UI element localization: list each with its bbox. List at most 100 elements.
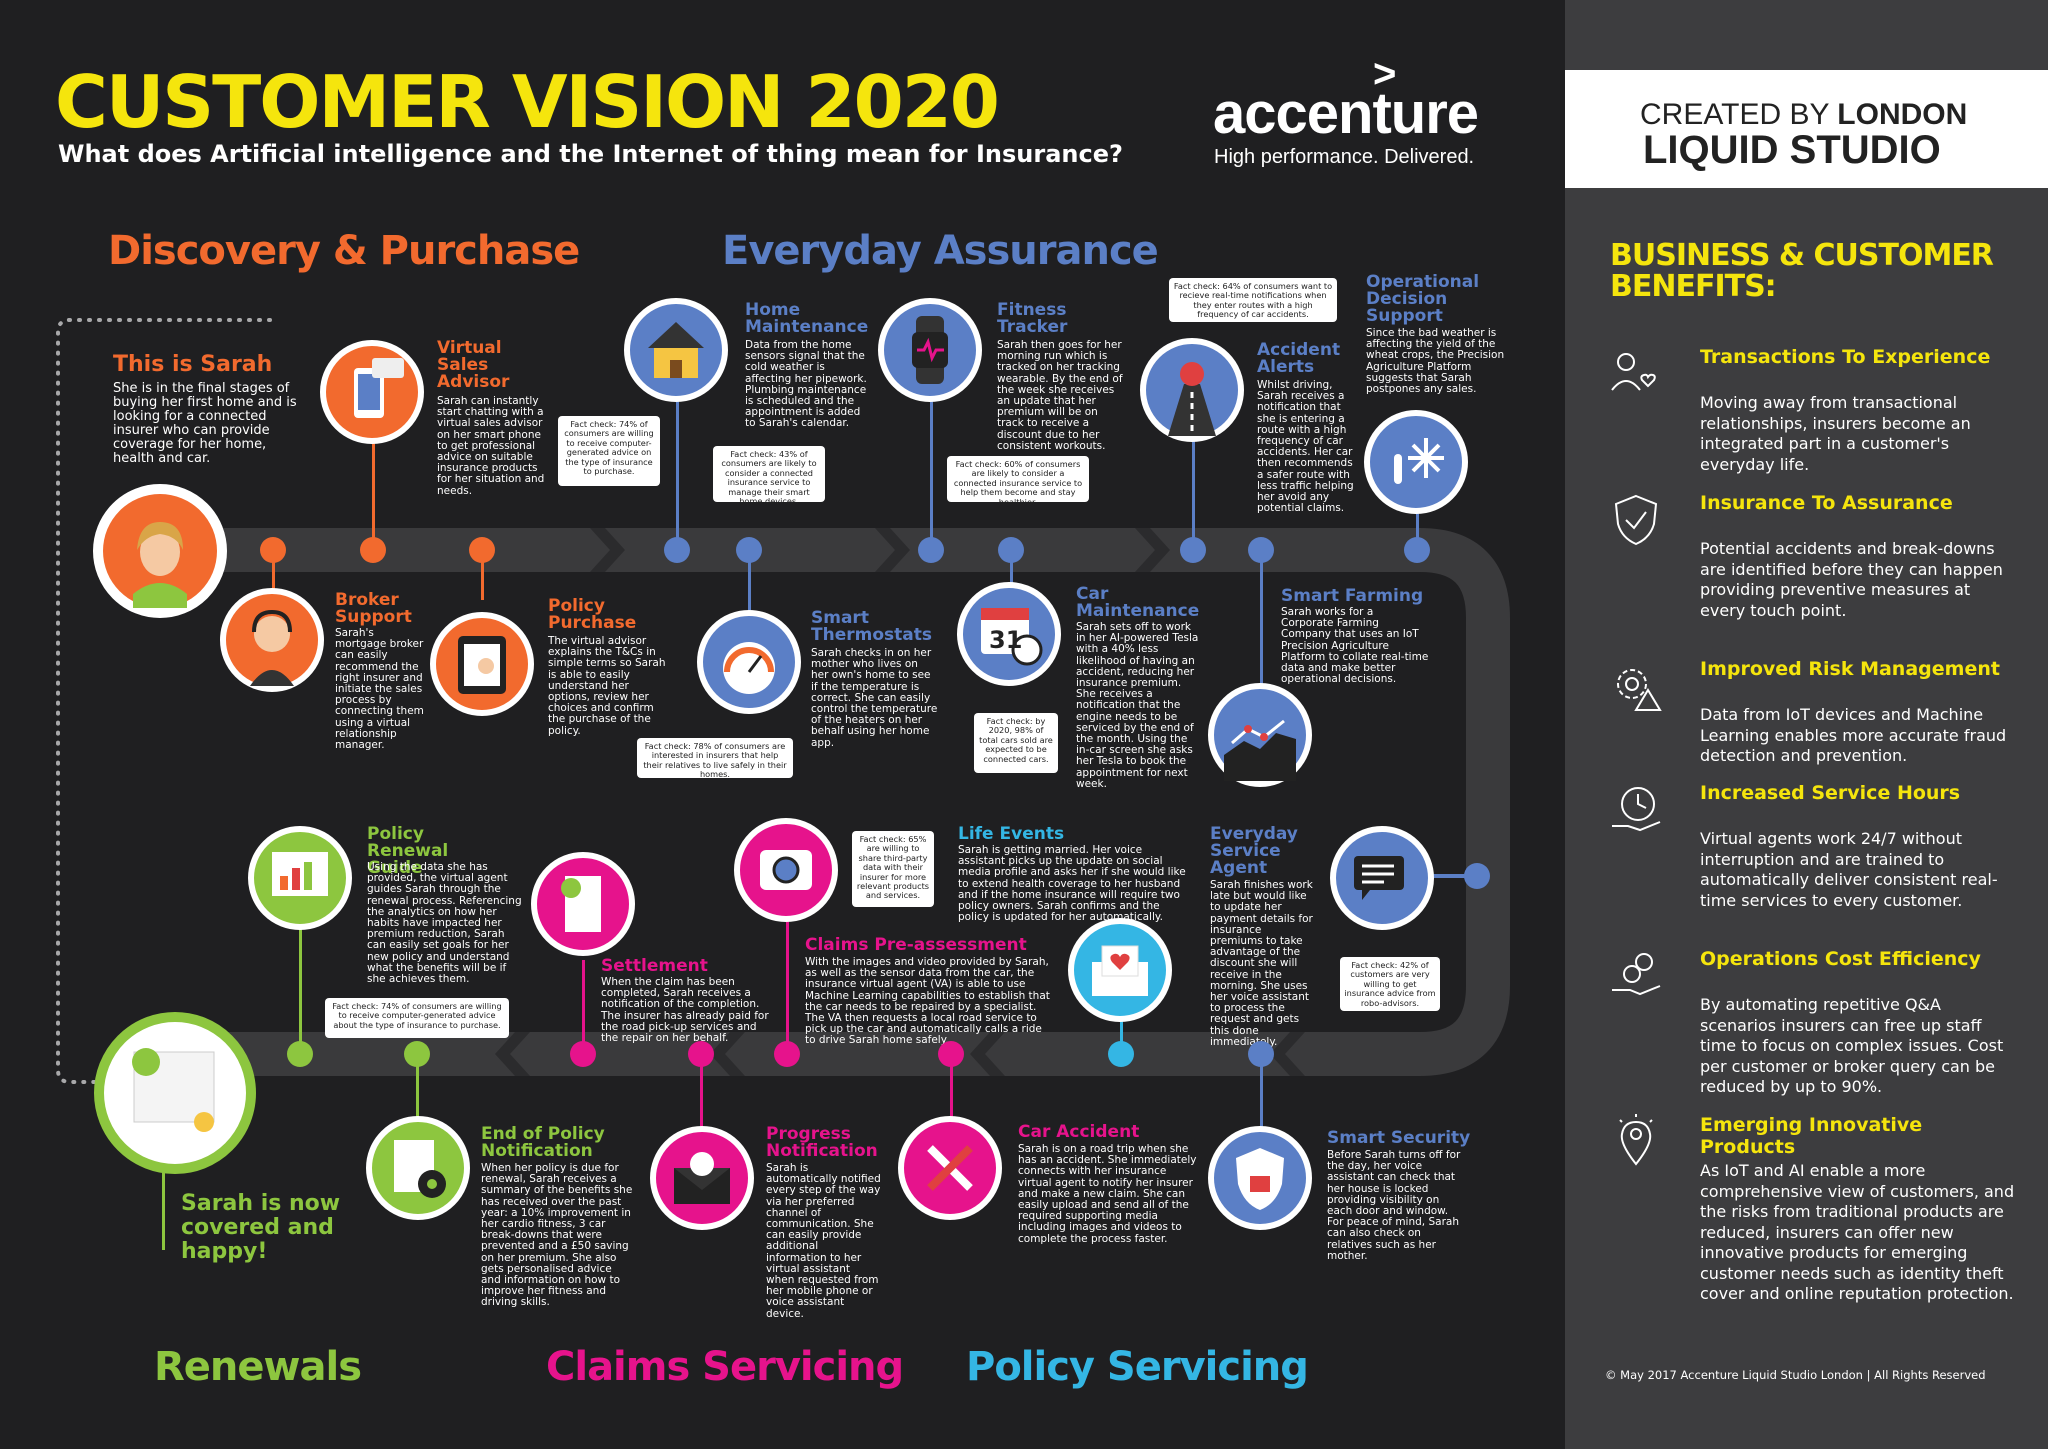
fitness-body: Sarah then goes for her morning run whic… [997, 339, 1123, 452]
chat-bubble-icon [1330, 826, 1434, 930]
camera-icon [734, 818, 838, 922]
benefit-body: By automating repetitive Q&A scenarios i… [1700, 995, 2004, 1096]
coin-hand-icon [1612, 953, 1661, 996]
fact-check-3: Fact check: 78% of consumers are interes… [637, 738, 793, 779]
end-of-policy-title: End of Policy Notification [481, 1124, 605, 1161]
broker-body: Sarah's mortgage broker can easily recom… [335, 627, 424, 752]
stop-accident-alerts [1180, 537, 1206, 563]
accenture-logo-mark: > [1373, 52, 1397, 96]
stop-thermostats [736, 537, 762, 563]
page-subtitle: What does Artificial intelligence and th… [58, 140, 1123, 168]
car-accident-body: Sarah is on a road trip when she has an … [1018, 1143, 1197, 1245]
people-heart-icon [1611, 353, 1656, 391]
headset-agent-icon [220, 588, 324, 692]
policy-purchase-title: Policy Purchase [548, 596, 637, 633]
clock-hand-icon [1612, 787, 1661, 832]
benefit-body: Potential accidents and break-downs are … [1700, 539, 2003, 620]
benefit-title: Increased Service Hours [1700, 782, 1961, 804]
section-everyday: Everyday Assurance [722, 228, 1159, 274]
fitness-title: Fitness Tracker [997, 300, 1068, 337]
stop-smart-security [1248, 1041, 1274, 1067]
renewal-guide-title: Policy Renewal Guide [367, 824, 449, 878]
thermostats-title: Smart Thermostats [811, 608, 932, 645]
life-events-body: Sarah is getting married. Her voice assi… [958, 844, 1186, 924]
stop-virtual-sales [360, 537, 386, 563]
tablet-touch-icon [430, 612, 534, 716]
virtual-sales-title: Virtual Sales Advisor [437, 338, 510, 392]
car-maint-title: Car Maintenance [1076, 584, 1200, 621]
document-gear-icon [366, 1116, 470, 1220]
snowflake-thermometer-icon [1364, 410, 1468, 514]
stop-fitness [918, 537, 944, 563]
car-accident-title: Car Accident [1018, 1122, 1140, 1142]
sarah-title: This is Sarah [113, 352, 273, 377]
stop-policy-purchase [469, 537, 495, 563]
journey-dotted-path [56, 318, 272, 1084]
sarah-portrait-icon [103, 494, 217, 608]
home-maint-title: Home Maintenance [745, 300, 869, 337]
stop-life-events [1108, 1041, 1134, 1067]
sarah-body: She is in the final stages of buying her… [113, 381, 297, 466]
progress-title: Progress Notification [766, 1124, 878, 1161]
benefit-title: Improved Risk Management [1700, 658, 2000, 680]
stop-home-maint [664, 537, 690, 563]
life-events-title: Life Events [958, 824, 1065, 844]
benefit-body: As IoT and AI enable a more comprehensiv… [1700, 1161, 2015, 1303]
road-warning-icon [1140, 338, 1244, 442]
stop-renewal-guide [287, 1041, 313, 1067]
renewal-guide-body: Using the data she has provided, the vir… [367, 861, 522, 986]
fact-check-7: Fact check: 65% are willing to share thi… [852, 831, 934, 907]
benefit-title: Operations Cost Efficiency [1700, 948, 1981, 970]
car-maint-body: Sarah sets off to work in her AI-powered… [1076, 621, 1199, 790]
field-chart-icon [1208, 683, 1312, 787]
section-policy: Policy Servicing [966, 1344, 1309, 1390]
calendar-clock-icon: 31 [957, 582, 1061, 686]
gear-warning-icon [1617, 669, 1662, 711]
receipt-check-icon [531, 852, 635, 956]
shield-lock-icon [1208, 1126, 1312, 1230]
stop-broker [260, 537, 286, 563]
progress-body: Sarah is automatically notified every st… [766, 1162, 881, 1320]
benefit-title: Insurance To Assurance [1700, 492, 1953, 514]
benefit-body: Moving away from transactional relations… [1700, 393, 1971, 474]
location-pin-icon [1619, 1114, 1653, 1166]
settlement-title: Settlement [601, 956, 708, 976]
pre-assessment-body: With the images and video provided by Sa… [805, 956, 1050, 1047]
stop-car-maint [998, 537, 1024, 563]
journey-road [56, 318, 1510, 1084]
smart-security-title: Smart Security [1327, 1128, 1471, 1148]
shield-check-icon [1614, 494, 1658, 546]
presentation-chart-icon [248, 826, 352, 930]
sarah-avatar [93, 484, 227, 618]
stop-car-accident [938, 1041, 964, 1067]
virtual-sales-body: Sarah can instantly start chatting with … [437, 395, 545, 497]
accident-alerts-body: Whilst driving, Sarah receives a notific… [1257, 379, 1354, 515]
stop-operational [1404, 537, 1430, 563]
benefit-title: Emerging Innovative Products [1700, 1114, 1923, 1158]
covered-title: Sarah is now covered and happy! [181, 1191, 341, 1264]
fact-check-9: Fact check: 42% of customers are very wi… [1340, 957, 1440, 1011]
operational-body: Since the bad weather is affecting the y… [1366, 327, 1505, 396]
fact-check-8: Fact check: 74% of consumers are willing… [325, 998, 509, 1038]
accident-alerts-title: Accident Alerts [1257, 340, 1341, 377]
created-by-line2: LIQUID STUDIO [1643, 128, 1941, 172]
broker-title: Broker Support [335, 590, 412, 627]
smart-security-body: Before Sarah turns off for the day, her … [1327, 1149, 1461, 1262]
end-of-policy-body: When her policy is due for renewal, Sara… [481, 1162, 633, 1309]
stop-settlement [570, 1041, 596, 1067]
stop-everyday-agent [1464, 863, 1490, 889]
benefits-title: BUSINESS & CUSTOMER BENEFITS: [1610, 238, 1994, 304]
settlement-body: When the claim has been completed, Sarah… [601, 976, 769, 1045]
fact-check-5: Fact check: by 2020, 98% of total cars s… [974, 713, 1058, 773]
farming-title: Smart Farming [1281, 586, 1424, 606]
created-by-line1: CREATED BY LONDON [1640, 98, 1968, 131]
page-title: CUSTOMER VISION 2020 [55, 60, 1000, 144]
fact-check-4: Fact check: 60% of consumers are likely … [947, 456, 1089, 506]
smartwatch-icon [878, 298, 982, 402]
stop-pre-assessment [774, 1041, 800, 1067]
benefit-body: Data from IoT devices and Machine Learni… [1700, 705, 2007, 765]
thermostats-body: Sarah checks in on her mother who lives … [811, 647, 938, 749]
road-main [130, 528, 1510, 1076]
stop-end-of-policy [404, 1041, 430, 1067]
section-renewals: Renewals [154, 1344, 362, 1390]
